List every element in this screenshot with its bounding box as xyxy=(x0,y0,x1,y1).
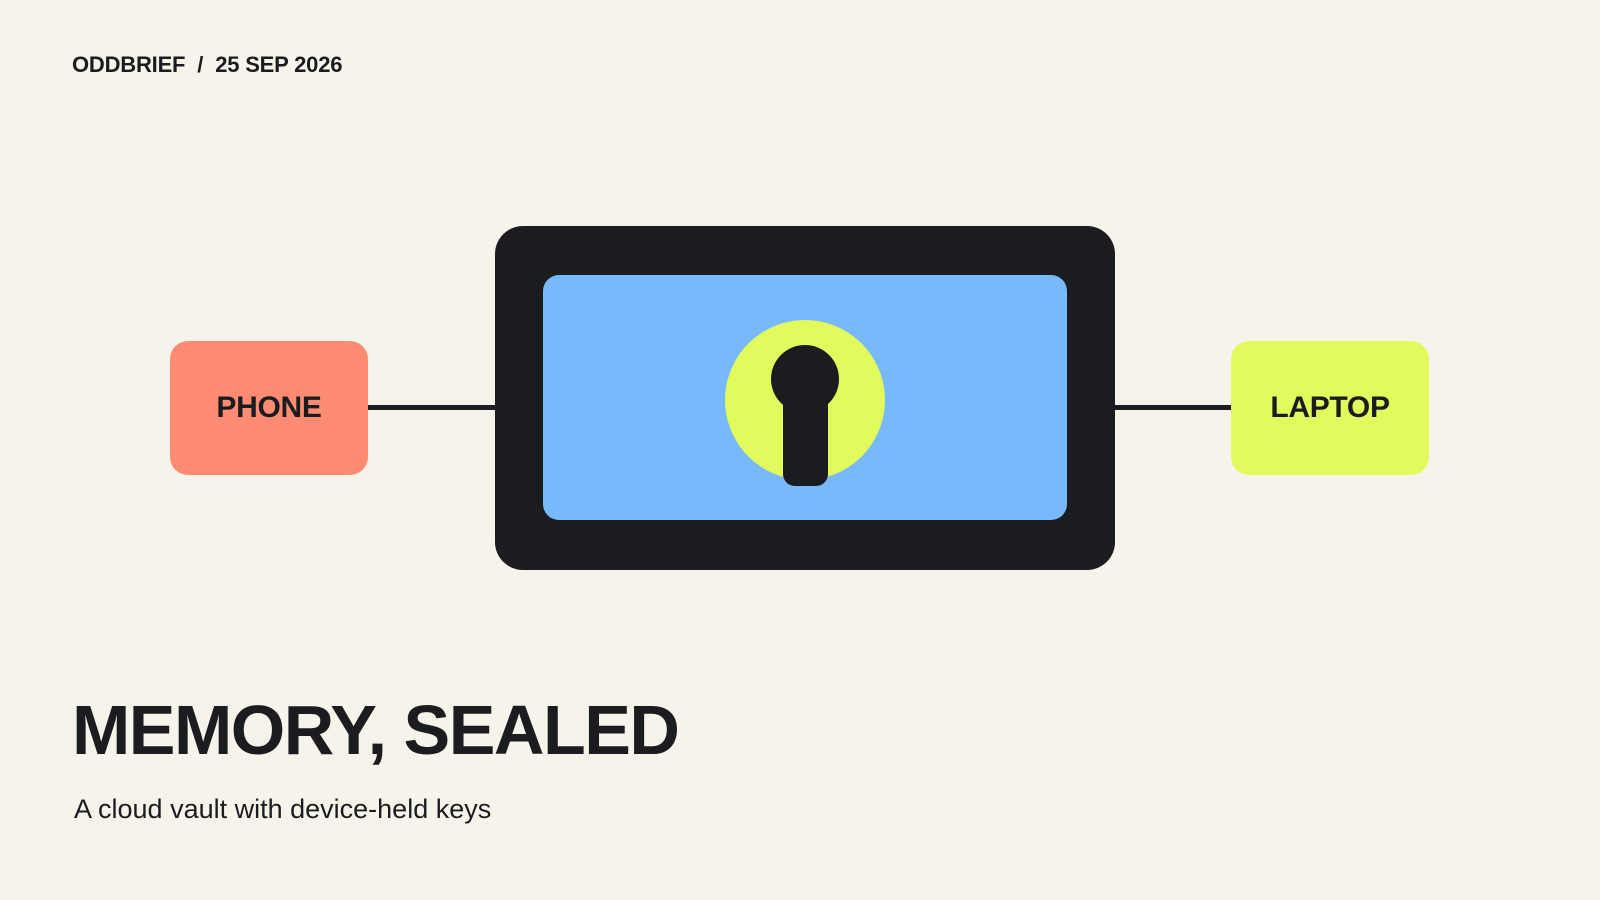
page-subtitle: A cloud vault with device-held keys xyxy=(74,794,492,824)
laptop-label: LAPTOP xyxy=(1270,391,1390,424)
connector-vault-laptop xyxy=(1114,405,1232,410)
cloud-vault xyxy=(495,226,1115,570)
keyhole-stem xyxy=(783,379,828,486)
page-title: MEMORY, SEALED xyxy=(72,691,680,769)
header-date: 25 SEP 2026 xyxy=(215,52,343,77)
header-separator: / xyxy=(197,52,204,77)
header-line: ODDBRIEF / 25 SEP 2026 xyxy=(72,52,342,78)
laptop-node: LAPTOP xyxy=(1231,341,1429,475)
phone-label: PHONE xyxy=(216,391,322,424)
brand-name: ODDBRIEF xyxy=(72,52,186,77)
phone-node: PHONE xyxy=(170,341,368,475)
vault-screen xyxy=(543,275,1067,520)
connector-phone-vault xyxy=(366,405,496,410)
keyhole-icon xyxy=(725,320,885,486)
